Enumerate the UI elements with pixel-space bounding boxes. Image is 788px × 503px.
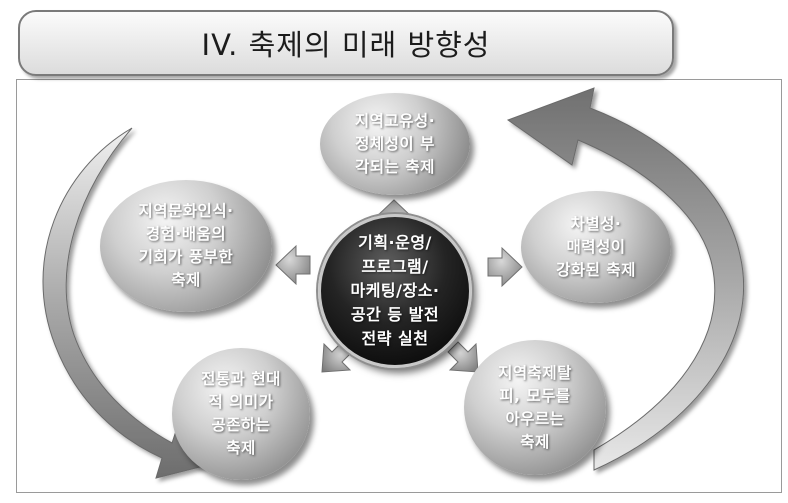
node-culture: 지역문화인식· 경험·배움의 기회가 풍부한 축제: [100, 180, 272, 312]
center-node: 기획·운영/ 프로그램/ 마케팅/장소· 공간 등 발전 전략 실천: [318, 214, 472, 368]
node-identity: 지역고유성· 정체성이 부 각되는 축제: [320, 93, 470, 195]
node-culture-label: 지역문화인식· 경험·배움의 기회가 풍부한 축제: [138, 202, 234, 289]
node-inclusive: 지역축제탈 피, 모두를 아우르는 축제: [464, 340, 606, 475]
node-attractiveness-label: 차별성· 매력성이 강화된 축제: [556, 214, 636, 279]
right-cycle-arrow: [506, 87, 745, 471]
page-title: IV. 축제의 미래 방향성: [201, 28, 491, 62]
node-identity-label: 지역고유성· 정체성이 부 각되는 축제: [354, 111, 436, 176]
arrow-left: [275, 244, 311, 286]
center-node-label: 기획·운영/ 프로그램/ 마케팅/장소· 공간 등 발전 전략 실천: [350, 233, 440, 348]
node-tradition-label: 전통과 현대 적 의미가 공존하는 축제: [201, 370, 281, 457]
node-inclusive-label: 지역축제탈 피, 모두를 아우르는 축제: [498, 363, 572, 451]
node-tradition: 전통과 현대 적 의미가 공존하는 축제: [172, 348, 310, 480]
arrow-right: [487, 246, 523, 288]
arrow-down-right: [447, 341, 479, 373]
title-banner: IV. 축제의 미래 방향성: [18, 10, 674, 76]
left-cycle-arrow: [42, 127, 209, 479]
node-attractiveness: 차별성· 매력성이 강화된 축제: [521, 191, 671, 303]
